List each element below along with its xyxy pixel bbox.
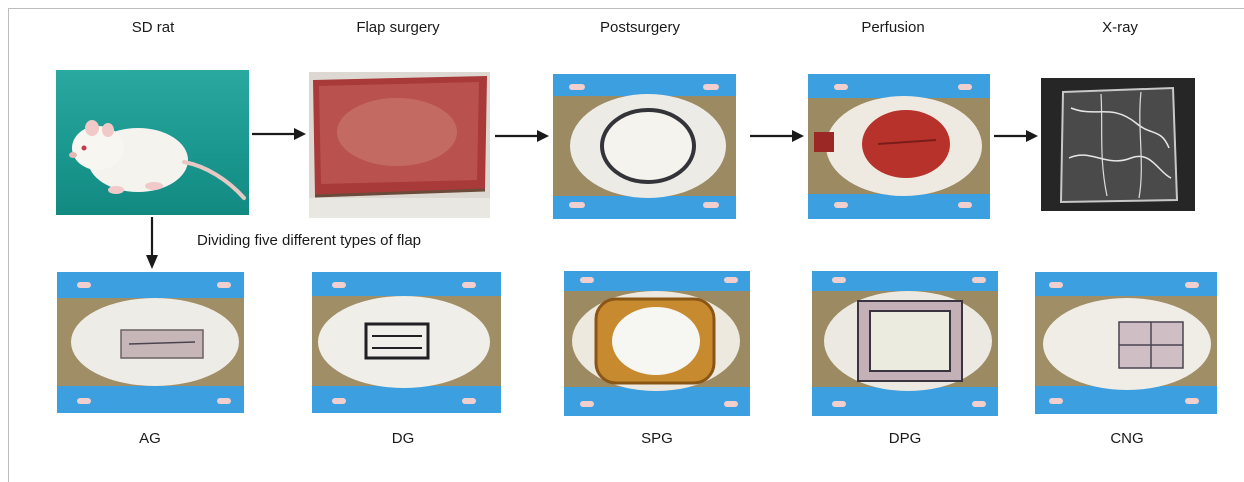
photo-perfusion bbox=[808, 74, 990, 219]
photo-dpg bbox=[812, 271, 998, 416]
figure-frame-top bbox=[8, 8, 1244, 9]
photo-spg bbox=[564, 271, 750, 416]
divider-note: Dividing five different types of flap bbox=[197, 232, 421, 249]
photo-xray bbox=[1041, 78, 1195, 211]
photo-cng bbox=[1035, 272, 1217, 414]
arrow-right-icon bbox=[994, 129, 1038, 143]
label-postsurgery: Postsurgery bbox=[600, 19, 680, 36]
photo-ag bbox=[57, 272, 244, 413]
label-dpg: DPG bbox=[889, 430, 922, 447]
arrow-right-icon bbox=[252, 127, 306, 141]
photo-sd-rat bbox=[56, 70, 249, 215]
photo-dg bbox=[312, 272, 501, 413]
arrow-right-icon bbox=[495, 129, 549, 143]
label-spg: SPG bbox=[641, 430, 673, 447]
photo-flap-surgery bbox=[309, 72, 490, 218]
label-dg: DG bbox=[392, 430, 415, 447]
figure-frame-left bbox=[8, 8, 9, 482]
photo-postsurgery bbox=[553, 74, 736, 219]
label-sd-rat: SD rat bbox=[132, 19, 175, 36]
label-cng: CNG bbox=[1110, 430, 1143, 447]
arrow-down-icon bbox=[144, 217, 160, 269]
label-flap-surgery: Flap surgery bbox=[356, 19, 439, 36]
arrow-right-icon bbox=[750, 129, 804, 143]
label-xray: X-ray bbox=[1102, 19, 1138, 36]
label-ag: AG bbox=[139, 430, 161, 447]
label-perfusion: Perfusion bbox=[861, 19, 924, 36]
